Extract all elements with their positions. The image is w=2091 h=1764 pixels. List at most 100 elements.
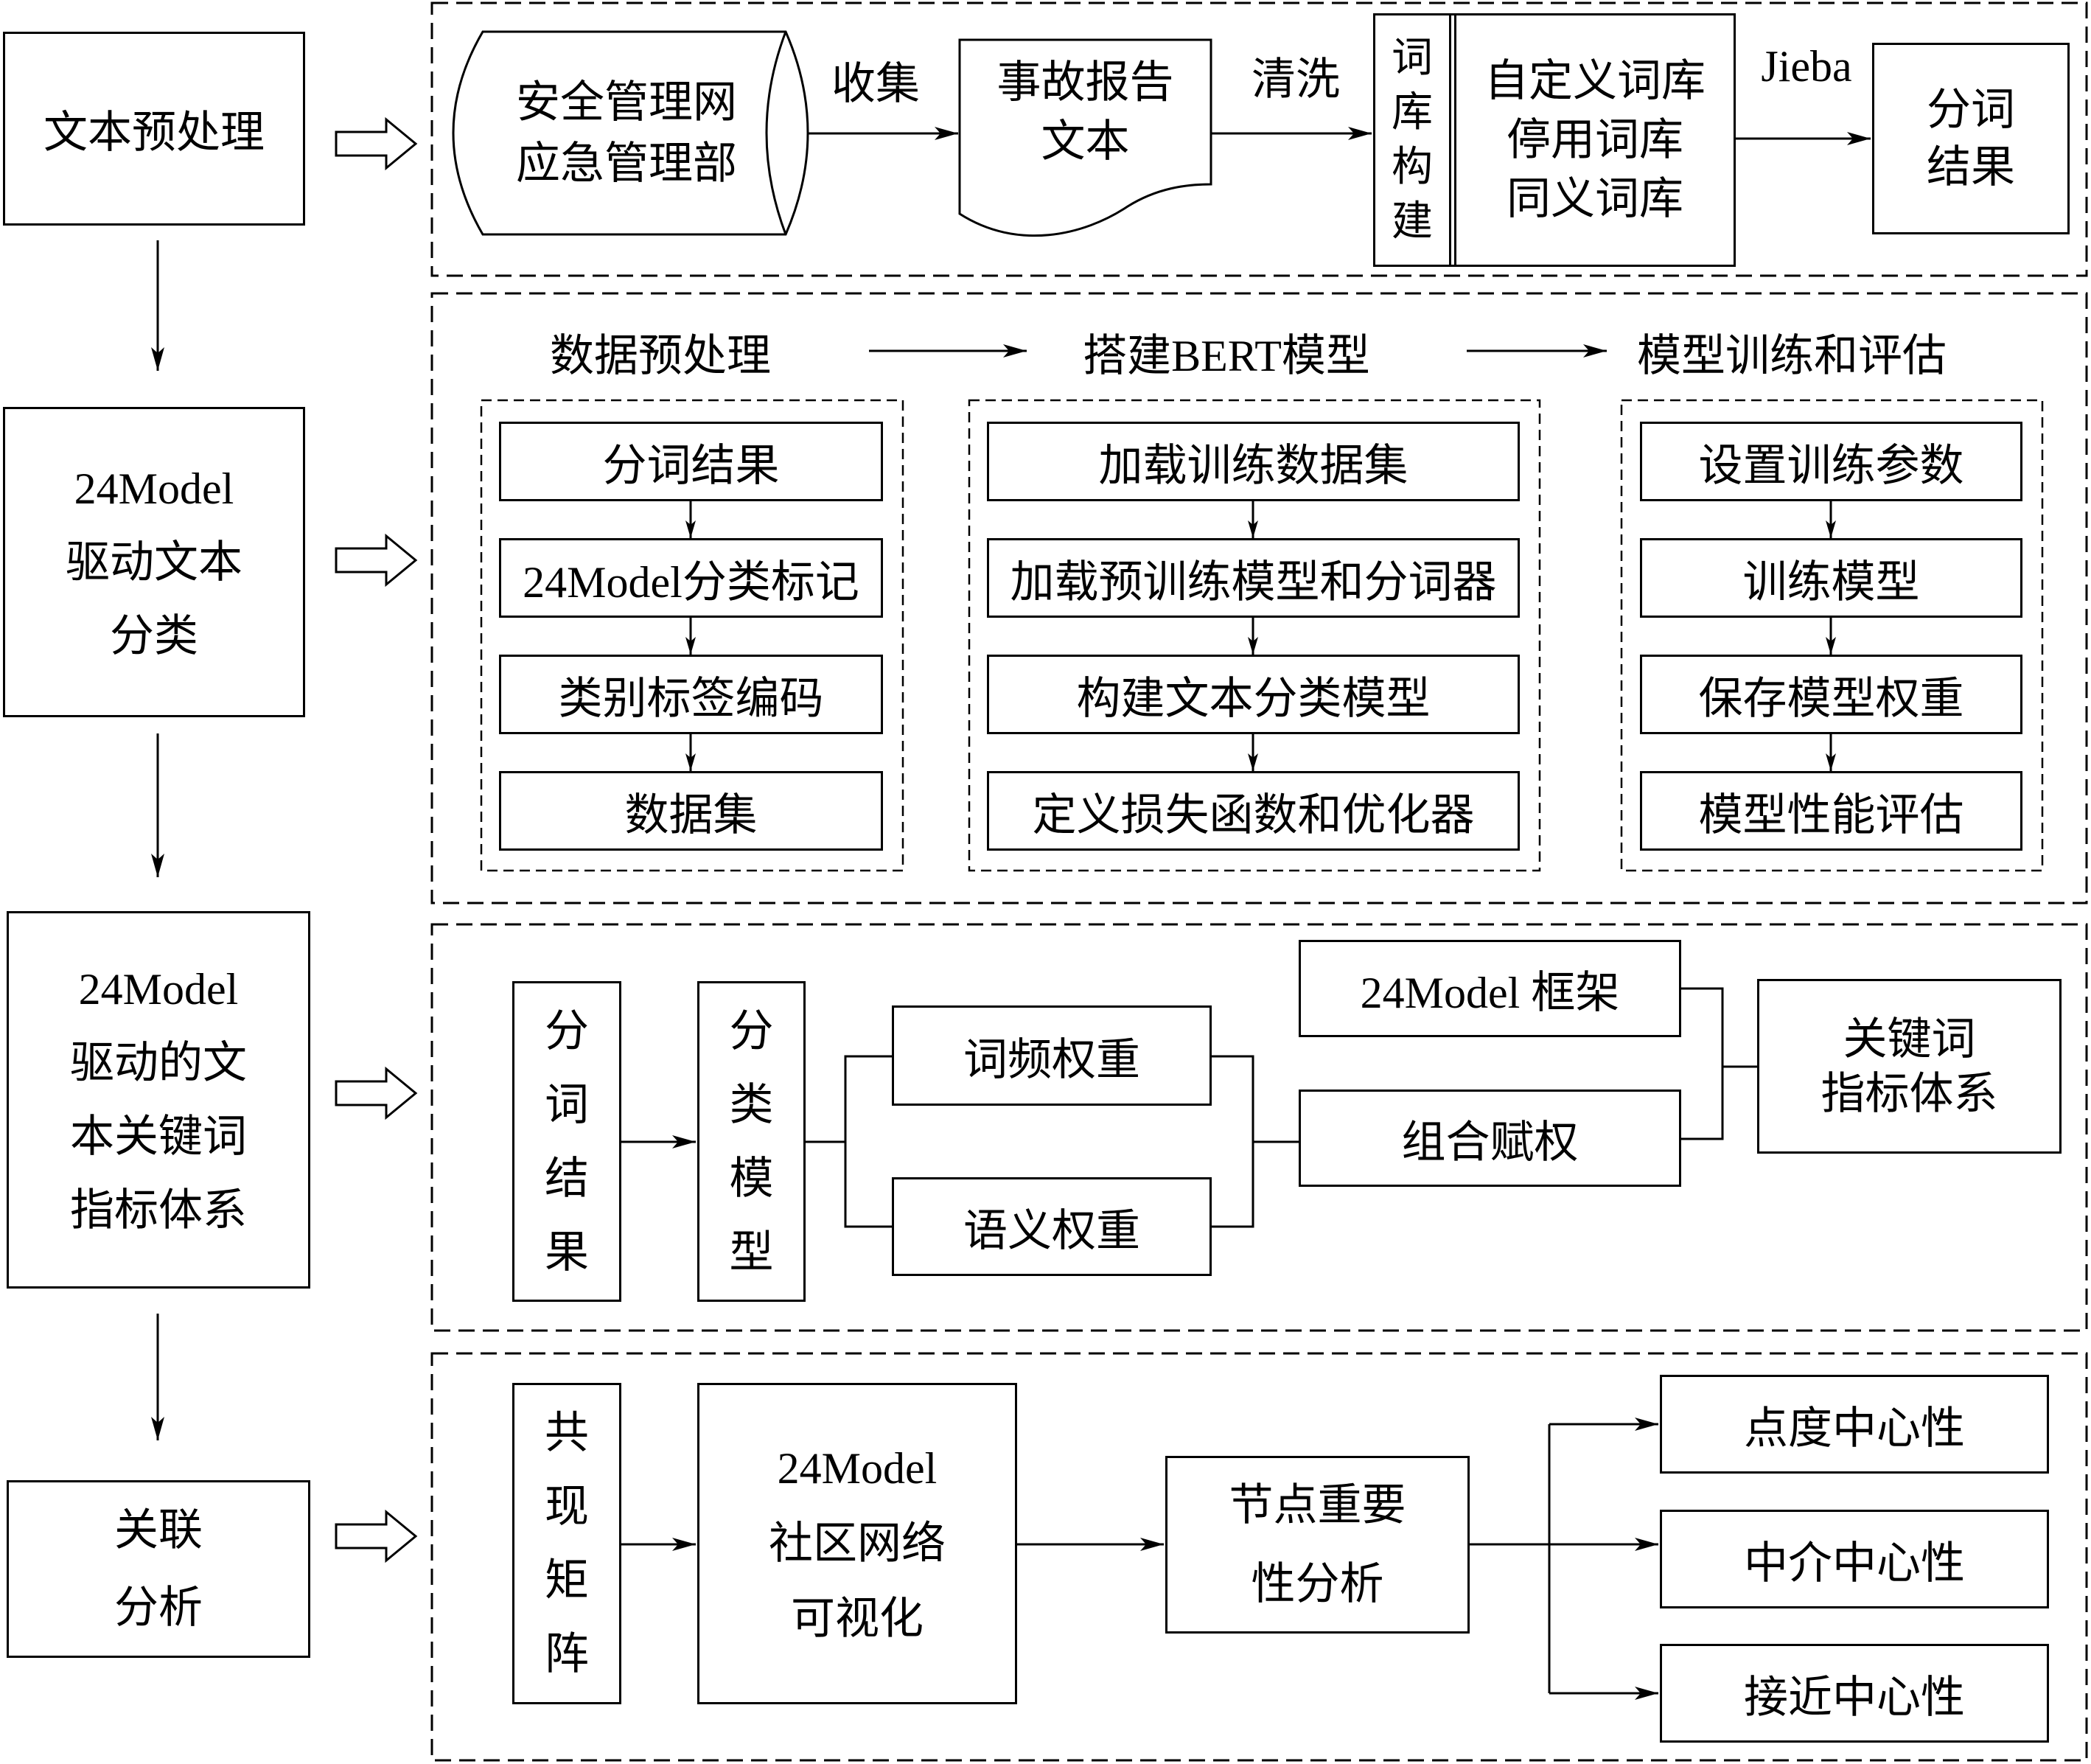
step-label: 数据集 — [624, 790, 758, 840]
lexicon-box — [1373, 13, 1736, 267]
semantic-weight-label: 语义权重 — [963, 1206, 1140, 1255]
framework-label: 24Model 框架 — [1360, 968, 1620, 1017]
report-document-shape — [958, 38, 1212, 237]
lexicon-item: 自定义词库 — [1484, 57, 1706, 105]
data-source-line: 安全管理网 — [516, 77, 737, 127]
classification-model-box: 分类模型 — [697, 981, 806, 1302]
lexicon-list: 自定义词库 停用词库 同义词库 — [1456, 13, 1734, 267]
centrality-label: 接近中心性 — [1744, 1673, 1965, 1722]
step-box: 分词结果 — [499, 422, 883, 501]
centrality-label: 点度中心性 — [1744, 1404, 1965, 1453]
report-line: 事故报告 — [996, 58, 1174, 107]
step-label: 类别标签编码 — [558, 674, 824, 723]
keyword-index-output-box: 关键词 指标体系 — [1757, 979, 2062, 1154]
step-label: 训练模型 — [1742, 557, 1920, 607]
lexicon-build-cell: 词库构建 — [1375, 13, 1449, 267]
data-source-text: 安全管理网 应急管理部 — [472, 32, 781, 234]
step-box: 定义损失函数和优化器 — [987, 771, 1520, 851]
stage-title-data-preprocessing: 数据预处理 — [550, 332, 771, 380]
stage-label: 分类 — [110, 611, 198, 660]
step-box: 设置训练参数 — [1640, 422, 2022, 501]
panel-text-classification — [430, 292, 2088, 904]
clean-label: 清洗 — [1252, 55, 1340, 104]
stage-label: 驱动文本 — [66, 537, 242, 587]
betweenness-centrality-box: 中介中心性 — [1660, 1510, 2049, 1608]
panel-text-preprocessing — [430, 1, 2088, 277]
panel-keyword-index-system — [430, 923, 2088, 1332]
network-line: 可视化 — [791, 1594, 924, 1643]
stage-label: 24Model — [78, 965, 239, 1014]
step-label: 设置训练参数 — [1698, 441, 1964, 490]
importance-line: 性分析 — [1251, 1559, 1384, 1608]
stage-label: 本关键词 — [70, 1112, 247, 1161]
step-label: 分词结果 — [602, 441, 780, 490]
step-label: 24Model分类标记 — [523, 557, 859, 607]
panel-association-analysis — [430, 1352, 2088, 1762]
term-frequency-weight-box: 词频权重 — [892, 1005, 1212, 1106]
merge-bracket — [1681, 987, 1724, 1140]
stage-title-build-bert: 搭建BERT模型 — [1083, 332, 1370, 380]
degree-centrality-box: 点度中心性 — [1660, 1375, 2049, 1474]
cooccurrence-matrix-box: 共现矩阵 — [512, 1383, 621, 1704]
step-label: 加载预训练模型和分词器 — [1010, 557, 1497, 607]
collect-label: 收集 — [831, 60, 920, 108]
group-train-evaluate — [1620, 399, 2044, 872]
term-frequency-weight-label: 词频权重 — [963, 1035, 1140, 1084]
step-box: 加载训练数据集 — [987, 422, 1520, 501]
step-box: 训练模型 — [1640, 538, 2022, 618]
jieba-label: Jieba — [1761, 42, 1852, 91]
group-build-bert — [968, 399, 1541, 872]
data-source-cylinder-end — [765, 31, 787, 235]
centrality-label: 中介中心性 — [1744, 1538, 1965, 1588]
data-source-line: 应急管理部 — [516, 139, 737, 188]
stage-box-text-classification: 24Model 驱动文本 分类 — [3, 407, 305, 717]
step-label: 定义损失函数和优化器 — [1032, 790, 1475, 840]
step-box: 数据集 — [499, 771, 883, 851]
combined-weighting-box: 组合赋权 — [1299, 1090, 1681, 1187]
step-label: 模型性能评估 — [1698, 790, 1964, 840]
merge-bracket — [1212, 1055, 1254, 1228]
node-importance-box: 节点重要 性分析 — [1165, 1456, 1470, 1634]
stage-label: 文本预处理 — [43, 108, 265, 157]
step-box: 加载预训练模型和分词器 — [987, 538, 1520, 618]
stage-box-keyword-index: 24Model 驱动的文 本关键词 指标体系 — [7, 911, 310, 1289]
step-label: 保存模型权重 — [1698, 674, 1964, 723]
semantic-weight-box: 语义权重 — [892, 1177, 1212, 1276]
network-line: 24Model — [777, 1444, 938, 1493]
stage-label: 指标体系 — [70, 1186, 247, 1235]
lexicon-divider — [1454, 13, 1456, 267]
closeness-centrality-box: 接近中心性 — [1660, 1644, 2049, 1743]
hollow-arrow-icon — [335, 1509, 418, 1563]
hollow-arrow-icon — [335, 116, 418, 171]
output-line: 关键词 — [1843, 1014, 1976, 1064]
step-box: 构建文本分类模型 — [987, 655, 1520, 734]
segmentation-result-vertical-box: 分词结果 — [512, 981, 621, 1302]
community-network-box: 24Model 社区网络 可视化 — [697, 1383, 1017, 1704]
step-box: 24Model分类标记 — [499, 538, 883, 618]
step-box: 模型性能评估 — [1640, 771, 2022, 851]
report-line: 文本 — [1041, 117, 1130, 166]
output-line: 指标体系 — [1821, 1069, 1998, 1118]
segmentation-result-box: 分词 结果 — [1872, 43, 2070, 234]
lexicon-build-label: 词库构建 — [1392, 35, 1433, 245]
split-bracket — [844, 1055, 892, 1228]
stage-label: 分析 — [114, 1583, 203, 1632]
network-line: 社区网络 — [769, 1519, 946, 1568]
combined-weighting-label: 组合赋权 — [1401, 1118, 1579, 1167]
lexicon-divider — [1449, 13, 1451, 267]
cooccurrence-matrix-label: 共现矩阵 — [545, 1409, 589, 1678]
result-line: 分词 — [1927, 86, 2015, 134]
report-document-text: 事故报告 文本 — [960, 53, 1211, 171]
stage-box-association: 关联 分析 — [7, 1480, 310, 1658]
stage-label: 24Model — [74, 464, 234, 513]
step-label: 加载训练数据集 — [1098, 441, 1408, 490]
hollow-arrow-icon — [335, 533, 418, 588]
classification-model-label: 分类模型 — [729, 1006, 774, 1277]
stage-label: 关联 — [114, 1505, 203, 1555]
lexicon-item: 同义词库 — [1507, 175, 1683, 223]
segmentation-result-label: 分词结果 — [545, 1006, 589, 1277]
step-box: 类别标签编码 — [499, 655, 883, 734]
result-line: 结果 — [1927, 143, 2015, 192]
